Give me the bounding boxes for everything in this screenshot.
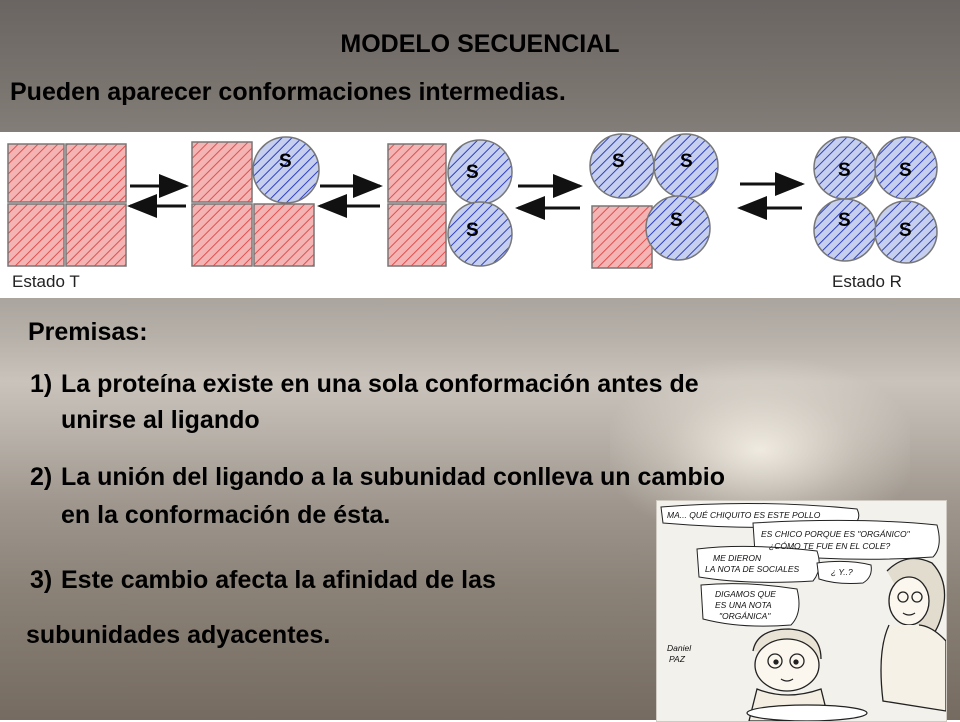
premise-number: 3) xyxy=(30,566,53,594)
comic-signature: Daniel xyxy=(667,643,692,653)
slide-title: MODELO SECUENCIAL xyxy=(340,30,620,58)
premise-continuation: subunidades adyacentes. xyxy=(26,621,331,649)
plate xyxy=(746,704,868,721)
comic-text: ¿ Y..? xyxy=(831,567,853,577)
slide-subtitle: Pueden aparecer conformaciones intermedi… xyxy=(10,78,566,106)
premise-text-line1: Este cambio afecta la afinidad de las xyxy=(61,566,496,594)
premise-text-line1: La unión del ligando a la subunidad conl… xyxy=(61,463,725,491)
premise-text-line2: en la conformación de ésta. xyxy=(61,501,391,529)
state-t-label: Estado T xyxy=(12,272,80,291)
premises-heading: Premisas: xyxy=(28,318,148,346)
ligand-label: S xyxy=(670,210,683,231)
premise-number: 2) xyxy=(30,463,53,491)
premise-number: 1) xyxy=(30,370,53,398)
premise-item: 2) La unión del ligando a la subunidad c… xyxy=(30,462,920,529)
comic-signature: PAZ xyxy=(669,654,686,664)
state-t-complex xyxy=(7,143,127,267)
comic-text: MA... QUÉ CHIQUITO ES ESTE POLLO xyxy=(667,510,821,520)
ligand-label: S xyxy=(899,160,912,181)
ligand-label: S xyxy=(466,220,479,241)
woman-figure xyxy=(880,557,946,712)
intermediate-three-ligands xyxy=(589,133,719,269)
comic-strip: MA... QUÉ CHIQUITO ES ESTE POLLO ES CHIC… xyxy=(656,500,947,722)
comic-text: ES UNA NOTA xyxy=(715,600,772,610)
premise-text-line1: La proteína existe en una sola conformac… xyxy=(61,370,699,398)
ligand-label: S xyxy=(612,151,625,172)
comic-text: DIGAMOS QUE xyxy=(715,589,776,599)
intermediate-two-ligands xyxy=(387,139,513,267)
ligand-label: S xyxy=(279,151,292,172)
ligand-label: S xyxy=(838,210,851,231)
intermediate-one-ligand xyxy=(191,136,320,267)
comic-text: ES CHICO PORQUE ES "ORGÁNICO" xyxy=(761,529,911,539)
state-r-label: Estado R xyxy=(832,272,902,291)
comic-text: ¿CÓMO TE FUE EN EL COLE? xyxy=(769,541,891,551)
ligand-label: S xyxy=(838,160,851,181)
premise-text-line2: unirse al ligando xyxy=(61,406,260,434)
comic-text: ME DIERON xyxy=(713,553,762,563)
state-r-complex xyxy=(813,136,938,264)
comic-text: LA NOTA DE SOCIALES xyxy=(705,564,799,574)
ligand-label: S xyxy=(899,220,912,241)
comic-text: "ORGÁNICA" xyxy=(719,611,771,621)
sequential-model-diagram: S S S S S S S S S S xyxy=(7,133,938,269)
premise-item: 3) Este cambio afecta la afinidad de las xyxy=(30,565,650,599)
ligand-label: S xyxy=(466,162,479,183)
ligand-label: S xyxy=(680,151,693,172)
premise-item: 1) La proteína existe en una sola confor… xyxy=(30,369,910,434)
